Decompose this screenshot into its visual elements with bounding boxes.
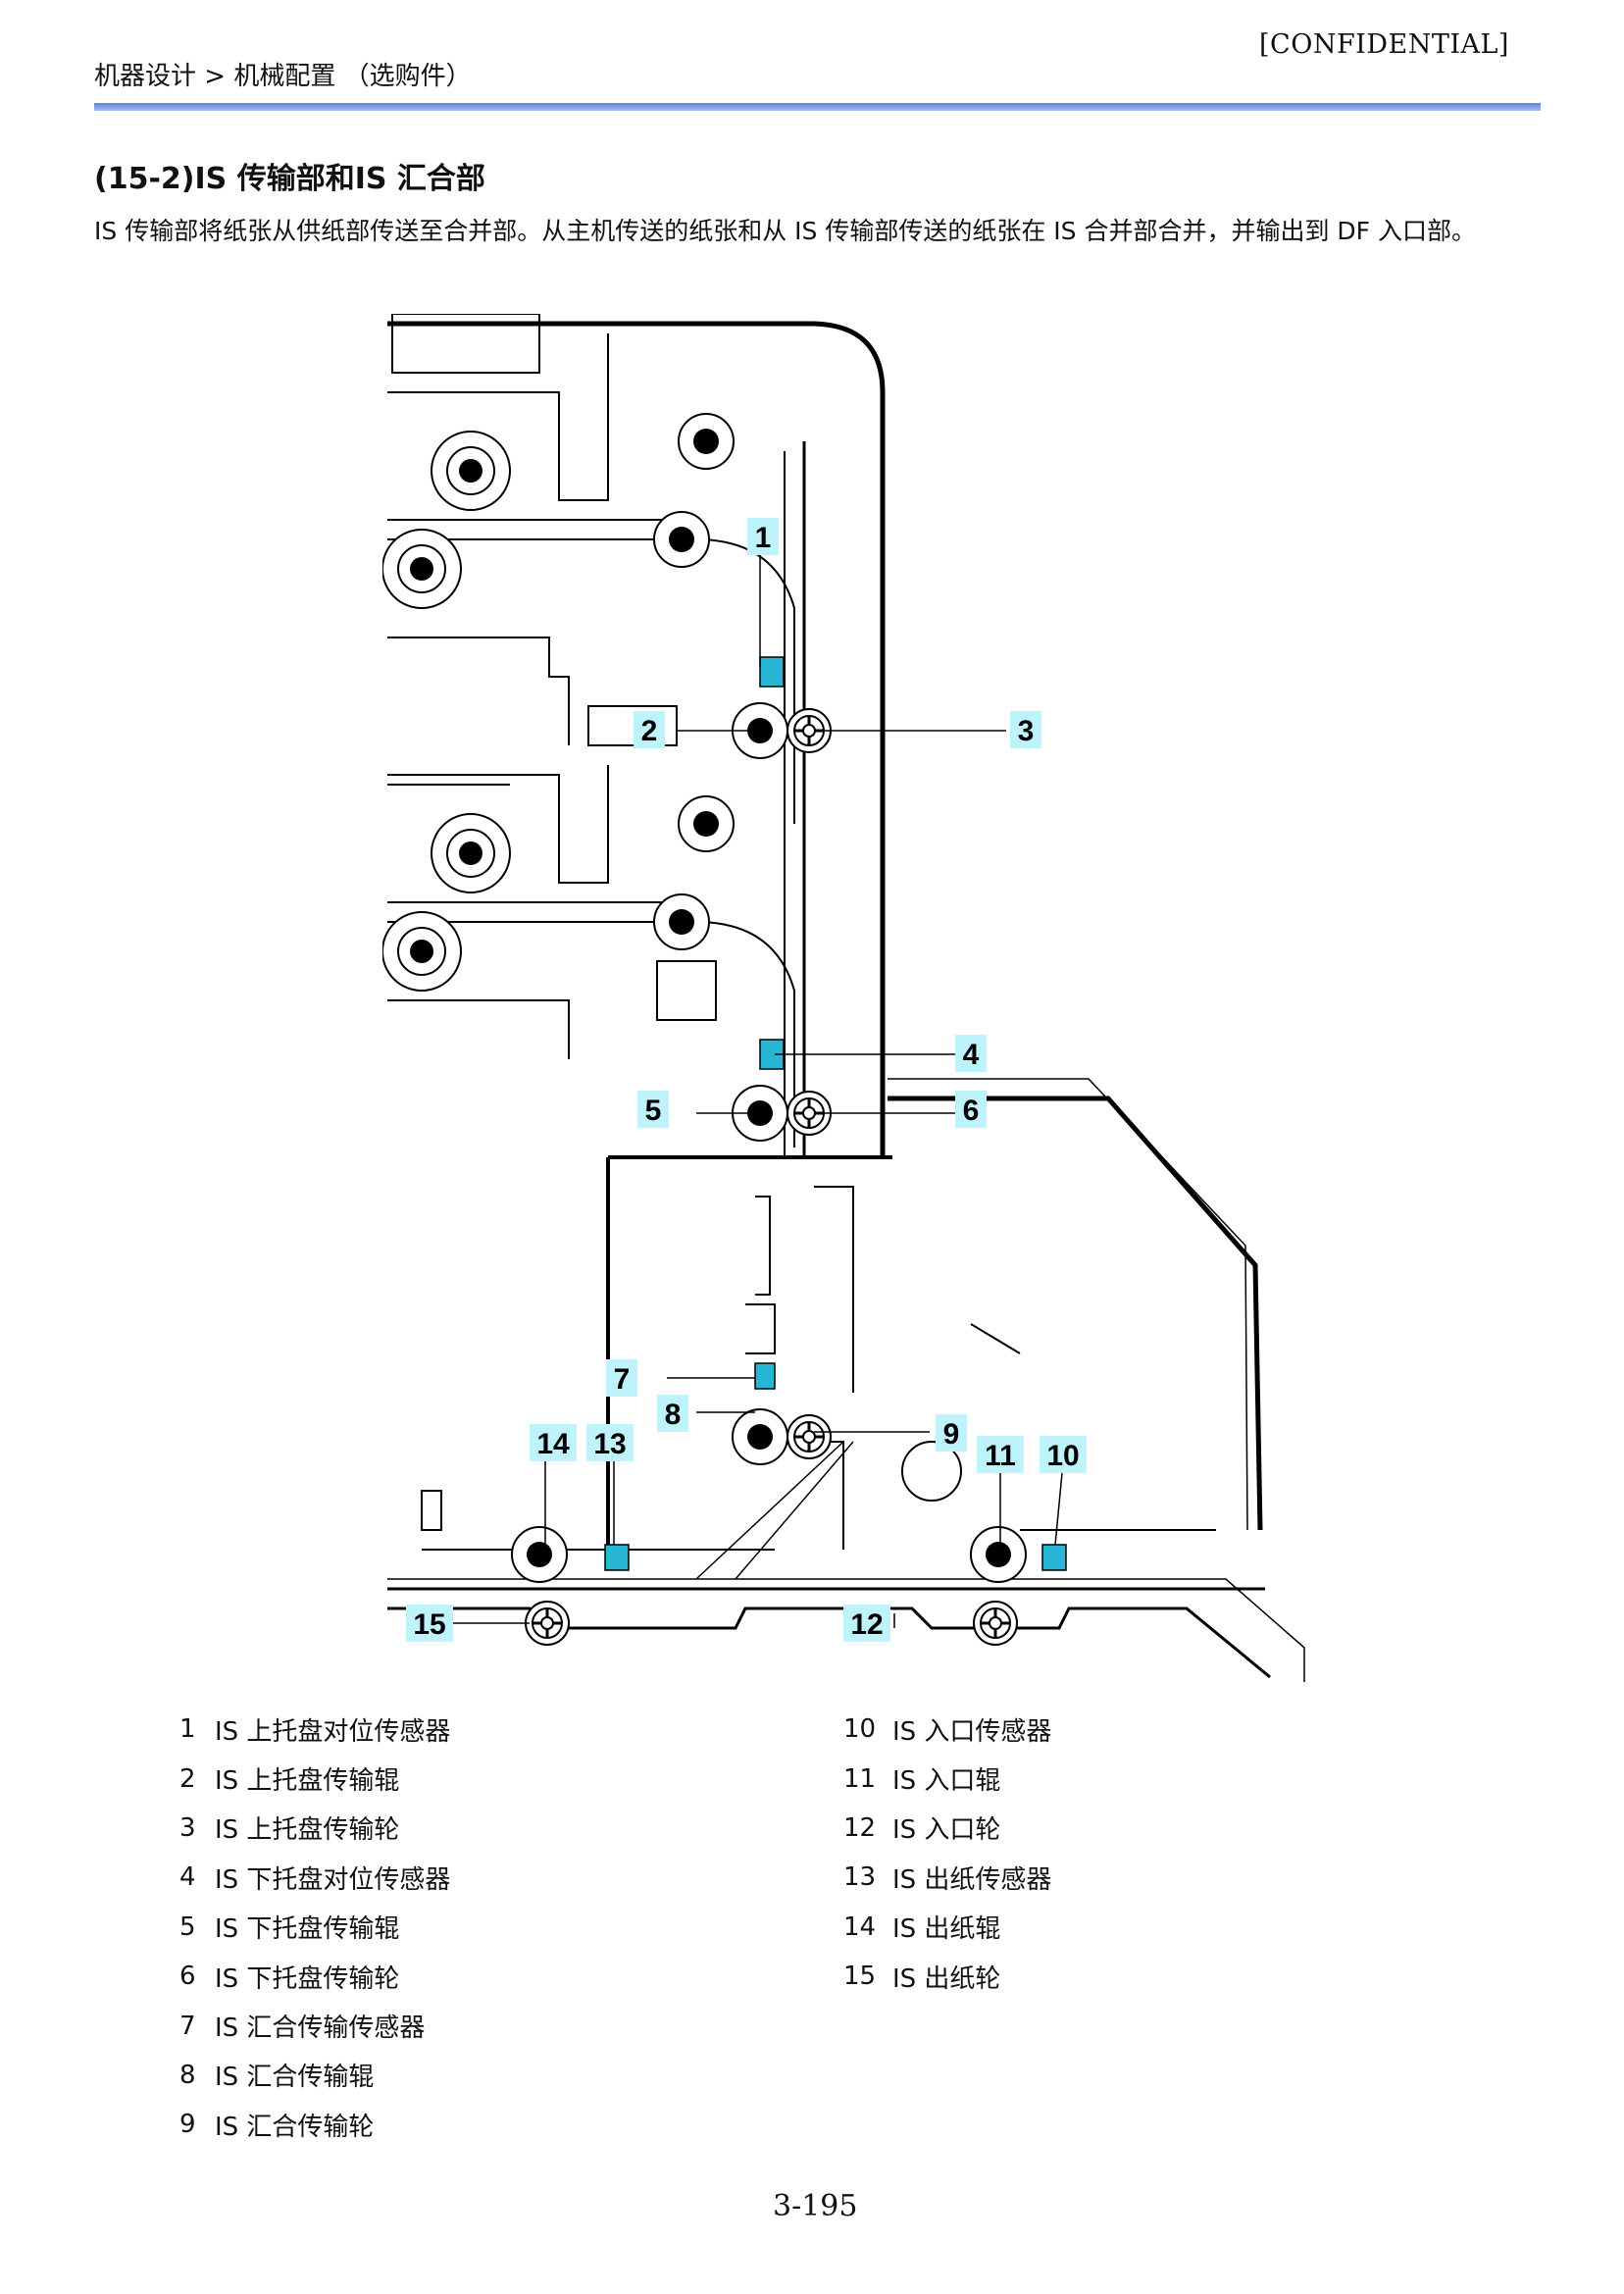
legend-item: 4 IS 下托盘对位传感器 (179, 1853, 450, 1902)
svg-text:12: 12 (850, 1608, 883, 1641)
callout-13: 13 (586, 1424, 634, 1461)
svg-text:15: 15 (413, 1608, 445, 1641)
legend-item: 5 IS 下托盘传输辊 (179, 1903, 450, 1952)
legend-number: 12 (843, 1812, 877, 1843)
legend-item: 12 IS 入口轮 (843, 1804, 1051, 1853)
legend-label: IS 入口辊 (892, 1766, 1001, 1797)
section-title: (15-2)IS 传输部和IS 汇合部 (94, 162, 485, 196)
legend-number: 1 (179, 1714, 196, 1745)
legend-item: 2 IS 上托盘传输辊 (179, 1754, 450, 1803)
svg-text:4: 4 (963, 1039, 980, 1071)
legend-item: 8 IS 汇合传输辊 (179, 2051, 450, 2100)
legend-number: 7 (179, 2011, 196, 2041)
legend-number: 2 (179, 1763, 196, 1794)
svg-text:3: 3 (1018, 715, 1035, 747)
callout-6: 6 (955, 1091, 987, 1128)
svg-text:11: 11 (985, 1440, 1016, 1472)
svg-text:9: 9 (943, 1418, 960, 1451)
callout-15: 15 (406, 1605, 453, 1642)
legend-item: 13 IS 出纸传感器 (843, 1853, 1051, 1902)
legend-label: IS 汇合传输辊 (215, 2063, 375, 2093)
svg-text:13: 13 (593, 1428, 626, 1460)
legend-number: 10 (843, 1714, 877, 1745)
callout-10: 10 (1040, 1436, 1087, 1473)
svg-text:7: 7 (614, 1363, 631, 1396)
legend-left-column: 1 IS 上托盘对位传感器 2 IS 上托盘传输辊 3 IS 上托盘传输轮 4 IS 下… (179, 1705, 450, 2150)
legend-number: 13 (843, 1862, 877, 1893)
legend-number: 9 (179, 2110, 196, 2140)
callout-7: 7 (606, 1359, 637, 1397)
legend-item: 10 IS 入口传感器 (843, 1705, 1051, 1754)
callout-1: 1 (747, 518, 779, 555)
callout-5: 5 (637, 1091, 669, 1128)
legend-label: IS 出纸传感器 (892, 1864, 1052, 1895)
callout-3: 3 (1010, 711, 1041, 748)
legend-item: 11 IS 入口辊 (843, 1754, 1051, 1803)
legend-number: 14 (843, 1912, 877, 1942)
legend-number: 3 (179, 1812, 196, 1843)
svg-text:1: 1 (755, 522, 772, 554)
legend-label: IS 上托盘对位传感器 (215, 1716, 451, 1747)
legend-item: 15 IS 出纸轮 (843, 1952, 1051, 2001)
callout-12: 12 (843, 1605, 890, 1642)
svg-text:10: 10 (1046, 1440, 1079, 1472)
legend-label: IS 下托盘传输辊 (215, 1914, 400, 1945)
svg-text:5: 5 (645, 1095, 662, 1127)
legend-label: IS 汇合传输轮 (215, 2112, 375, 2142)
svg-text:8: 8 (665, 1399, 682, 1431)
legend-label: IS 下托盘对位传感器 (215, 1864, 451, 1895)
svg-text:6: 6 (963, 1095, 980, 1127)
legend-label: IS 入口传感器 (892, 1716, 1052, 1747)
confidential-mark: [CONFIDENTIAL] (1259, 29, 1509, 60)
legend-item: 3 IS 上托盘传输轮 (179, 1804, 450, 1853)
legend-item: 6 IS 下托盘传输轮 (179, 1952, 450, 2001)
page-number: 3-195 (773, 2189, 858, 2223)
legend-number: 4 (179, 1862, 196, 1893)
legend-label: IS 入口轮 (892, 1815, 1001, 1846)
breadcrumb: 机器设计 > 机械配置 （选购件） (94, 62, 472, 91)
legend-label: IS 上托盘传输辊 (215, 1766, 400, 1797)
svg-text:2: 2 (641, 715, 658, 747)
callout-2: 2 (634, 711, 665, 748)
legend-number: 11 (843, 1763, 877, 1794)
legend-number: 5 (179, 1912, 196, 1942)
callout-8: 8 (657, 1395, 688, 1432)
legend-label: IS 出纸轮 (892, 1963, 1001, 1994)
legend-item: 1 IS 上托盘对位传感器 (179, 1705, 450, 1754)
legend-label: IS 汇合传输传感器 (215, 2014, 426, 2044)
legend-label: IS 出纸辊 (892, 1914, 1001, 1945)
callout-14: 14 (530, 1424, 577, 1461)
callout-11: 11 (977, 1436, 1024, 1473)
svg-text:14: 14 (536, 1428, 570, 1460)
callout-4: 4 (955, 1035, 987, 1072)
legend-number: 15 (843, 1962, 877, 1992)
is-transport-diagram: 1 2 3 4 5 6 7 8 (382, 314, 1305, 1682)
header-divider (94, 103, 1541, 111)
legend-label: IS 上托盘传输轮 (215, 1815, 400, 1846)
legend-item: 7 IS 汇合传输传感器 (179, 2001, 450, 2050)
intro-paragraph: IS 传输部将纸张从供纸部传送至合并部。从主机传送的纸张和从 IS 传输部传送的… (94, 217, 1476, 245)
legend-item: 9 IS 汇合传输轮 (179, 2100, 450, 2149)
legend-item: 14 IS 出纸辊 (843, 1903, 1051, 1952)
legend-label: IS 下托盘传输轮 (215, 1963, 400, 1994)
callout-9: 9 (936, 1414, 967, 1452)
legend-number: 8 (179, 2060, 196, 2090)
legend-number: 6 (179, 1962, 196, 1992)
